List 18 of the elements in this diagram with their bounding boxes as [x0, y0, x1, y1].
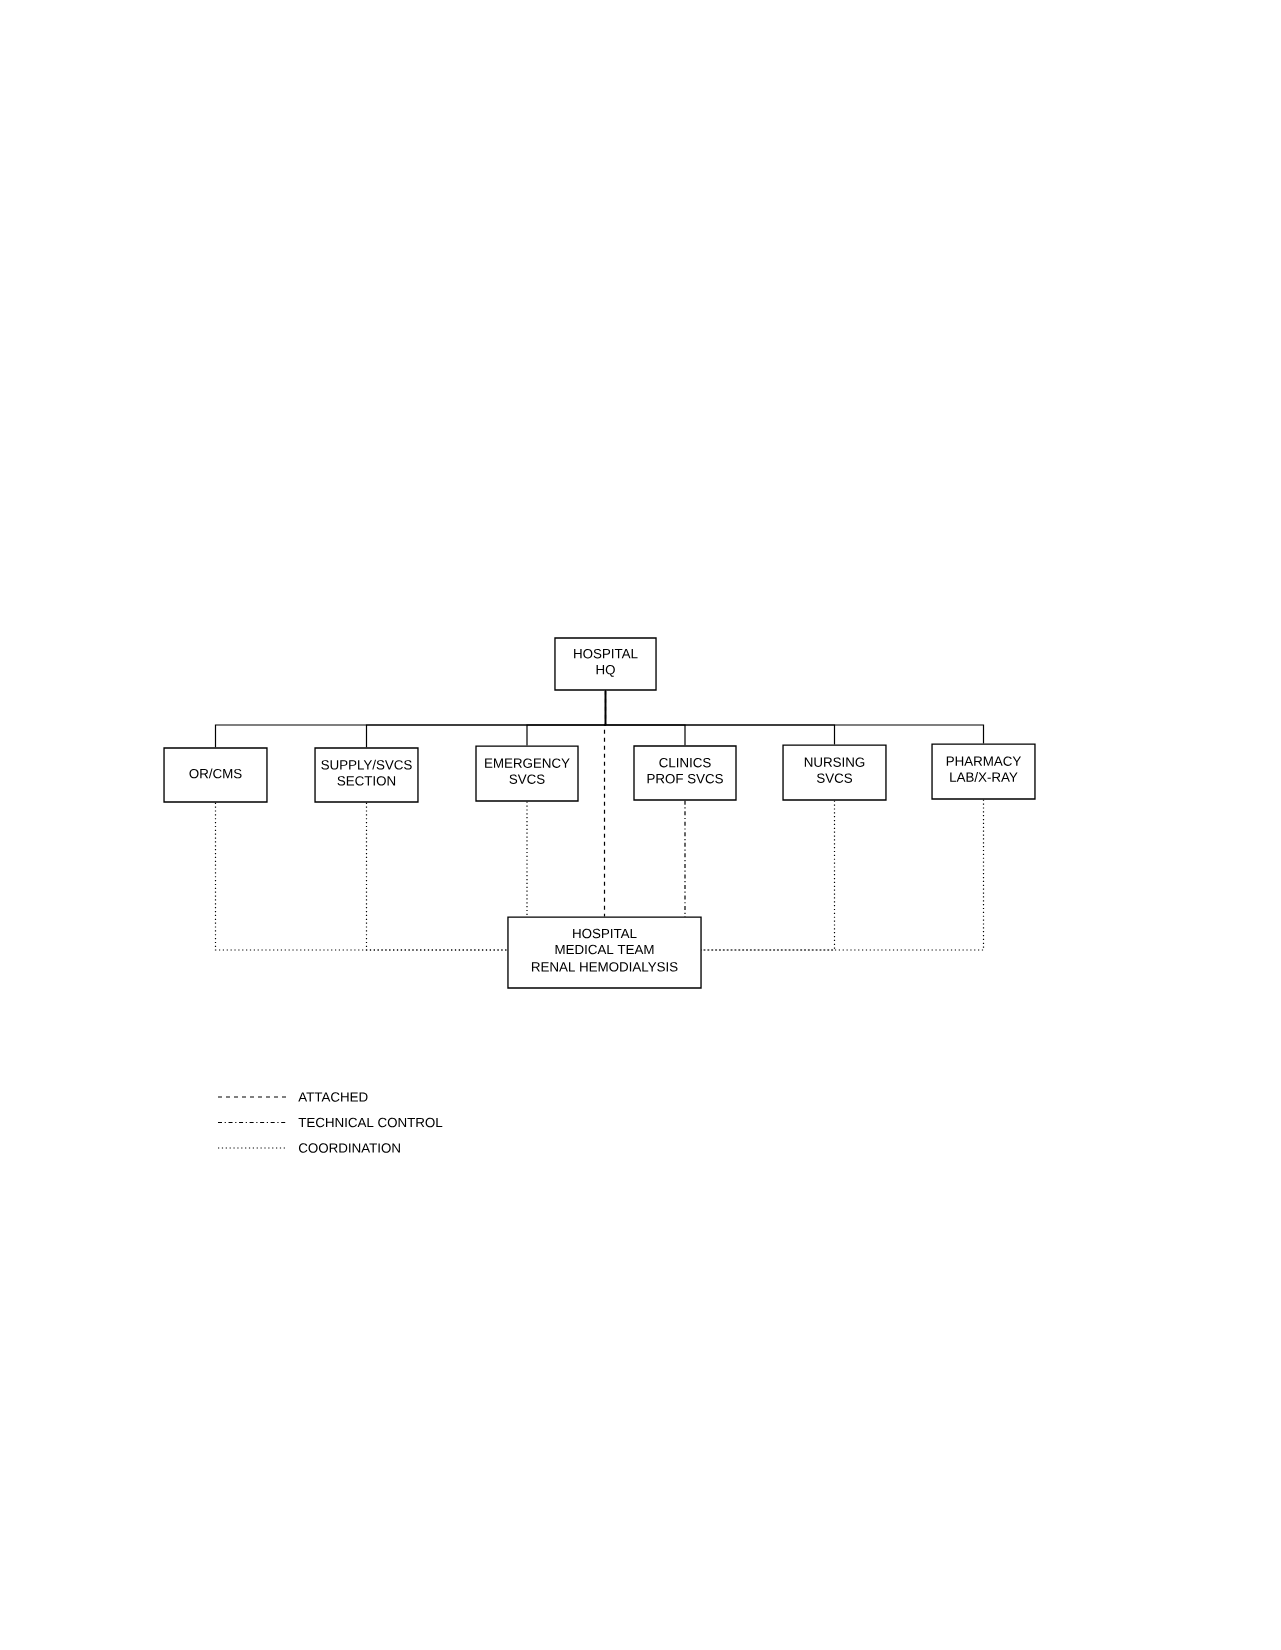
connector-line	[604, 690, 985, 744]
org-box: EMERGENCY SVCS	[475, 745, 579, 802]
legend-label: COORDINATION	[298, 1143, 400, 1153]
connector-line	[700, 800, 836, 951]
connector-line	[700, 799, 985, 951]
connector-line	[214, 802, 509, 951]
org-box: NURSING SVCS	[782, 744, 887, 801]
connector-line	[526, 801, 528, 918]
legend-label: TECHNICAL CONTROL	[298, 1117, 443, 1128]
org-box: SUPPLY/SVCS SECTION	[314, 747, 419, 803]
legend-label: ATTACHED	[298, 1092, 368, 1102]
org-box: OR/CMS	[163, 747, 268, 803]
connector-line	[365, 802, 509, 951]
org-box: HOSPITAL HQ	[554, 637, 657, 691]
org-box: HOSPITAL MEDICAL TEAM RENAL HEMODIALYSIS	[507, 916, 702, 989]
org-box: PHARMACY LAB/X-RAY	[931, 743, 1036, 800]
org-box: CLINICS PROF SVCS	[633, 745, 737, 801]
connector-line	[684, 800, 686, 918]
